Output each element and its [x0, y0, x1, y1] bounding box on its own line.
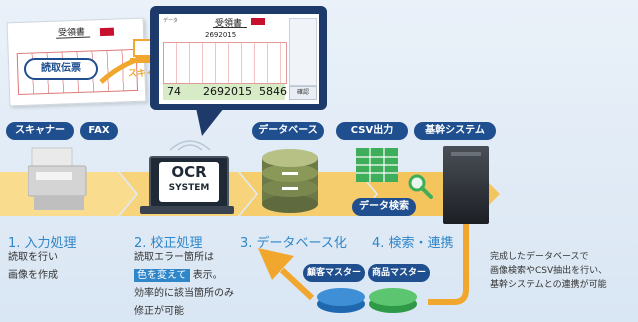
screen-red-field [251, 18, 265, 25]
screen-confirm-button[interactable]: 確認 [289, 86, 317, 100]
screen-title: 受領書 [215, 19, 243, 29]
scanner-label: スキャナー [6, 122, 74, 140]
ocr-subtitle: SYSTEM [168, 183, 210, 193]
magnifier-icon [408, 174, 433, 199]
fax-label: FAX [80, 122, 118, 140]
screen-row-value: 5846 [259, 85, 287, 98]
database-icon [262, 149, 318, 213]
step-1-desc-line: 画像を作成 [8, 270, 58, 281]
screen-side-panel [289, 18, 317, 86]
screen-row-value: 74 [167, 85, 181, 98]
server-icon [443, 146, 489, 224]
step-2-desc-line: 読取エラー箇所は [134, 252, 214, 263]
core-system-label: 基幹システム [414, 122, 496, 140]
step-2-label: 2. 校正処理 [134, 236, 203, 251]
step-2-desc-line: 修正が可能 [134, 306, 184, 317]
screen-window: データ 受領書 2692015 74 2692015 5846 確認 [159, 14, 319, 104]
signal-waves-icon [169, 140, 211, 151]
spreadsheet-icon [356, 148, 398, 182]
server-panel [451, 152, 481, 156]
step-4-desc-line: 画像検索やCSV抽出を行い、 [490, 266, 608, 276]
return-arrow [258, 224, 469, 305]
database-label: データベース [252, 122, 324, 140]
laptop-screen: OCR SYSTEM [149, 156, 229, 208]
scan-label: スキャン [128, 69, 165, 79]
screen-number: 2692015 [205, 31, 237, 39]
screen-form [163, 42, 287, 84]
step-1-desc-line: 読取を行い [8, 252, 58, 263]
master-db-icons [317, 288, 417, 313]
screen-row-value: 2692015 [203, 85, 252, 98]
csv-label: CSV出力 [336, 122, 408, 140]
document-badge: 読取伝票 [24, 58, 98, 80]
screen-title-bar [213, 27, 247, 28]
product-master-label: 商品マスター [368, 264, 430, 282]
step-3-label: 3. データベース化 [240, 236, 347, 251]
document-title-bar [56, 36, 91, 39]
highlight-text: 色を変えて [134, 269, 190, 282]
laptop-base [140, 206, 234, 214]
fax-machine-icon [28, 147, 87, 210]
step-2-desc-line-highlight: 色を変えて 表示。 [134, 267, 223, 285]
step-4-desc-line: 完成したデータベースで [490, 252, 589, 262]
highlight-suffix: 表示。 [192, 270, 223, 281]
screen-data-row [163, 84, 285, 100]
step-4-desc-line: 基幹システムとの連携が可能 [490, 280, 607, 290]
ocr-badge: OCR SYSTEM [159, 162, 219, 202]
screen-pointer [196, 108, 224, 136]
data-search-label: データ検索 [352, 198, 416, 216]
step-4-label: 4. 検索・連携 [372, 236, 454, 251]
screen-tiny-label: データ [163, 18, 179, 24]
ocr-title: OCR [171, 163, 207, 181]
step-1-label: 1. 入力処理 [8, 236, 77, 251]
customer-master-label: 顧客マスター [303, 264, 365, 282]
step-2-desc-line: 効率的に該当箇所のみ [134, 288, 234, 299]
